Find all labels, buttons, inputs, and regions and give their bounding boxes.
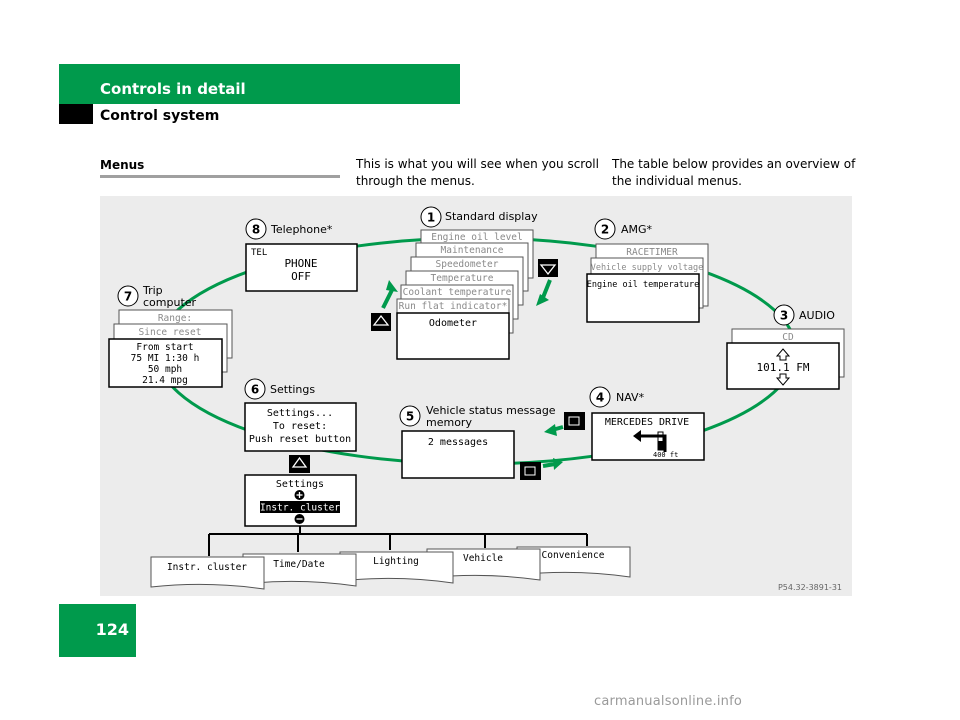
intro-paragraph: This is what you will see when you scrol…: [356, 157, 599, 188]
header-bar: [59, 64, 460, 104]
svg-text:2: 2: [601, 223, 609, 237]
card-speedometer: Speedometer: [436, 259, 499, 270]
up-key-icon: [371, 313, 391, 331]
svg-text:Standard display: Standard display: [445, 210, 538, 223]
card-coolant-temperature: Coolant temperature: [403, 287, 512, 298]
amg-menu: 2 AMG* RACETIMER Vehicle supply voltage …: [586, 218, 709, 323]
page-number: 124: [95, 620, 129, 639]
svg-text:50 mph: 50 mph: [148, 364, 182, 375]
svg-text:MERCEDES DRIVE: MERCEDES DRIVE: [605, 417, 689, 428]
card-run-flat-indicator: Run flat indicator*: [399, 301, 508, 312]
submenu-instr-cluster: [150, 556, 265, 590]
svg-text:21.4 mpg: 21.4 mpg: [142, 375, 188, 386]
reset-key-icon: [520, 462, 541, 480]
card-maintenance: Maintenance: [441, 245, 504, 256]
svg-text:Lighting: Lighting: [373, 556, 419, 567]
figure-id: P54.32-3891-31: [778, 583, 842, 592]
svg-text:NAV*: NAV*: [616, 391, 645, 404]
card-temperature: Temperature: [431, 273, 494, 284]
header-marker: [59, 104, 93, 124]
settings-menu: 6 Settings Settings... To reset: Push re…: [150, 378, 631, 590]
header-subtitle: Control system: [100, 108, 220, 124]
svg-text:1: 1: [427, 211, 435, 225]
svg-text:101.1 FM: 101.1 FM: [757, 361, 810, 374]
svg-text:Vehicle supply voltage: Vehicle supply voltage: [591, 263, 704, 273]
svg-text:Instr. cluster: Instr. cluster: [260, 503, 340, 514]
standard-display-menu: 1 Standard display Engine oil level Main…: [371, 206, 558, 360]
svg-text:To reset:: To reset:: [273, 421, 327, 432]
svg-text:6: 6: [251, 383, 259, 397]
svg-text:Trip: Trip: [142, 284, 163, 297]
telephone-menu: 8 Telephone* TEL PHONE OFF: [245, 218, 358, 292]
svg-text:Push reset button: Push reset button: [249, 434, 351, 445]
down-arrow-icon: [775, 373, 791, 386]
section-heading: Menus: [100, 158, 145, 172]
odometer-text: Odometer: [429, 318, 477, 329]
svg-text:Settings: Settings: [270, 383, 315, 396]
svg-text:Range:: Range:: [158, 313, 192, 324]
svg-text:400 ft: 400 ft: [653, 451, 678, 459]
svg-text:Vehicle: Vehicle: [463, 553, 503, 564]
svg-text:3: 3: [780, 309, 788, 323]
down-key-icon: [538, 259, 558, 277]
svg-text:Convenience: Convenience: [542, 550, 605, 561]
svg-text:Time/Date: Time/Date: [273, 559, 325, 570]
svg-text:Settings: Settings: [276, 479, 324, 490]
page-number-box: [59, 604, 136, 657]
watermark: carmanualsonline.info: [594, 694, 743, 709]
up-key-icon: [289, 455, 310, 473]
engine-oil-temperature-text: Engine oil temperature: [587, 280, 700, 290]
svg-text:CD: CD: [782, 332, 794, 343]
svg-text:PHONE: PHONE: [284, 257, 317, 270]
trip-computer-menu: 7 Trip computer Range: Since reset From …: [108, 284, 233, 388]
card-engine-oil-level: Engine oil level: [431, 232, 523, 243]
svg-text:AUDIO: AUDIO: [799, 309, 835, 322]
vehicle-status-menu: 5 Vehicle status message memory 2 messag…: [399, 404, 563, 480]
menu-diagram: 1 Standard display Engine oil level Main…: [100, 196, 852, 596]
svg-text:RACETIMER: RACETIMER: [626, 247, 678, 258]
svg-text:Instr. cluster: Instr. cluster: [167, 562, 247, 573]
svg-text:2 messages: 2 messages: [428, 437, 488, 448]
svg-text:Since reset: Since reset: [139, 327, 202, 338]
svg-text:Settings...: Settings...: [267, 408, 333, 419]
svg-text:OFF: OFF: [291, 270, 311, 283]
svg-text:memory: memory: [426, 416, 472, 429]
section-rule: [100, 175, 340, 178]
svg-text:5: 5: [406, 410, 414, 424]
header-title: Controls in detail: [100, 80, 246, 98]
turn-arrow-icon: [639, 434, 667, 452]
svg-text:From start: From start: [136, 342, 193, 353]
svg-text:TEL: TEL: [251, 248, 267, 258]
audio-menu: 3 AUDIO CD 101.1 FM: [726, 304, 845, 390]
up-arrow-icon: [775, 348, 791, 361]
nav-menu: 4 NAV* MERCEDES DRIVE 400 ft: [544, 386, 705, 461]
svg-text:computer: computer: [143, 296, 197, 309]
svg-text:75 MI 1:30 h: 75 MI 1:30 h: [131, 353, 200, 364]
svg-text:Telephone*: Telephone*: [270, 223, 333, 236]
reset-key-icon: [564, 412, 585, 430]
svg-text:Vehicle status message: Vehicle status message: [426, 404, 556, 417]
svg-text:AMG*: AMG*: [621, 223, 653, 236]
svg-text:8: 8: [252, 223, 260, 237]
svg-text:4: 4: [596, 391, 604, 405]
svg-text:7: 7: [124, 290, 132, 304]
